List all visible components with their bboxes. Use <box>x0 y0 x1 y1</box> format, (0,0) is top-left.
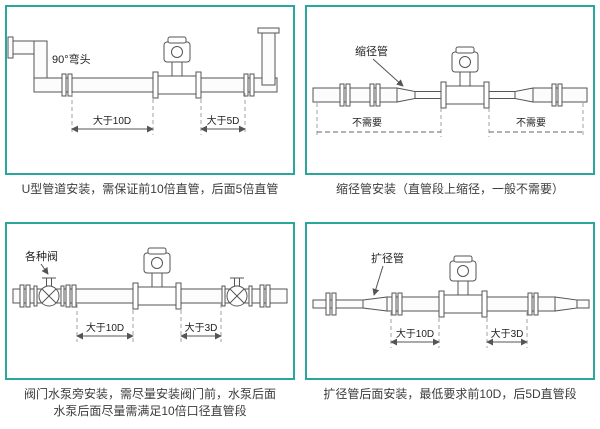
caption-valves: 阀门水泵旁安装，需尽量安装阀门前，水泵后面 水泵后面尽量需满足10倍口径直管段 <box>5 386 295 420</box>
part-label: 扩径管 <box>371 251 404 265</box>
expander-cone-right <box>554 296 578 312</box>
dimension-left: 大于10D <box>71 93 154 135</box>
panel-valve-installation: 各种阀 大于10D 大于3D 阀门水泵旁安装，需尽量安装阀门前，水泵后面 水泵后 <box>5 222 295 420</box>
dimension-right: 不需要 <box>488 103 584 137</box>
dimension-right: 大于3D <box>486 312 528 348</box>
expander-diagram: 扩径管 大于10D 大于3D <box>312 251 590 348</box>
caption-expander: 扩径管后面安装，最低要求前10D，后5D直管段 <box>305 386 595 403</box>
flowmeter <box>132 247 182 310</box>
flowmeter <box>152 36 202 99</box>
caption-line: 水泵后面尽量需满足10倍口径直管段 <box>53 403 247 418</box>
leader-line <box>372 265 384 296</box>
narrow-pipe-left <box>312 299 364 309</box>
valve-diagram: 各种阀 大于10D 大于3D <box>12 247 288 342</box>
diagram-box-expander: 扩径管 大于10D 大于3D <box>305 222 595 380</box>
caption-line: 缩径管安装（直管段上缩径，一般不需要） <box>335 182 564 196</box>
dimension-left: 大于10D <box>76 304 134 342</box>
diagram-box-reducer: 缩径管 不需要 不需要 <box>305 5 595 175</box>
dimension-left: 大于10D <box>390 312 440 348</box>
dimension-label: 大于10D <box>86 321 124 334</box>
dimension-label: 不需要 <box>516 117 546 129</box>
dimension-right: 大于5D <box>200 93 246 135</box>
pipe-left <box>312 87 398 103</box>
elbow-left <box>7 36 48 86</box>
diagram-box-valves: 各种阀 大于10D 大于3D <box>5 222 295 380</box>
dimension-label: 大于3D <box>491 327 524 340</box>
panel-expander-installation: 扩径管 大于10D 大于3D 扩径管后面安装，最低要求前10D，后5D直管段 <box>305 222 595 403</box>
caption-line: 扩径管后面安装，最低要求前10D，后5D直管段 <box>323 387 577 401</box>
panel-u-pipe-installation: 90°弯头 大于10D 大于5D U型管道安装，需保证前10倍直管，后面5倍直管 <box>5 5 295 198</box>
flowmeter <box>440 46 490 109</box>
narrow-pipe-left <box>414 91 442 99</box>
expander-cone-left <box>362 296 388 312</box>
dimension-left: 不需要 <box>316 103 442 137</box>
leader-line <box>40 263 49 275</box>
dimension-right: 大于3D <box>180 304 222 342</box>
reducer-cone-right <box>514 87 534 103</box>
dimension-label: 大于5D <box>207 114 240 127</box>
part-label: 缩径管 <box>355 44 388 58</box>
caption-u-pipe: U型管道安装，需保证前10倍直管，后面5倍直管 <box>5 181 295 198</box>
flowmeter <box>438 255 488 318</box>
u-pipe-diagram: 90°弯头 大于10D 大于5D <box>7 27 280 135</box>
part-label: 90°弯头 <box>52 52 91 66</box>
reducer-diagram: 缩径管 不需要 不需要 <box>312 44 588 137</box>
narrow-pipe-right <box>488 91 516 99</box>
diagram-box-u-pipe: 90°弯头 大于10D 大于5D <box>5 5 295 175</box>
reducer-cone-left <box>396 87 416 103</box>
caption-line: 阀门水泵旁安装，需尽量安装阀门前，水泵后面 <box>23 387 276 401</box>
dimension-label: 大于10D <box>93 114 131 127</box>
panel-reducer-installation: 缩径管 不需要 不需要 缩径管安装（直管段上缩径，一般不需要） <box>305 5 595 198</box>
part-label: 各种阀 <box>25 249 58 263</box>
dimension-label: 大于3D <box>185 321 218 334</box>
caption-line: U型管道安装，需保证前10倍直管，后面5倍直管 <box>21 182 279 196</box>
dimension-label: 不需要 <box>352 117 382 129</box>
elbow-right <box>257 27 280 86</box>
narrow-pipe-right <box>576 299 590 309</box>
leader-line <box>372 58 404 87</box>
caption-reducer: 缩径管安装（直管段上缩径，一般不需要） <box>305 181 595 198</box>
dimension-label: 大于10D <box>396 327 434 340</box>
